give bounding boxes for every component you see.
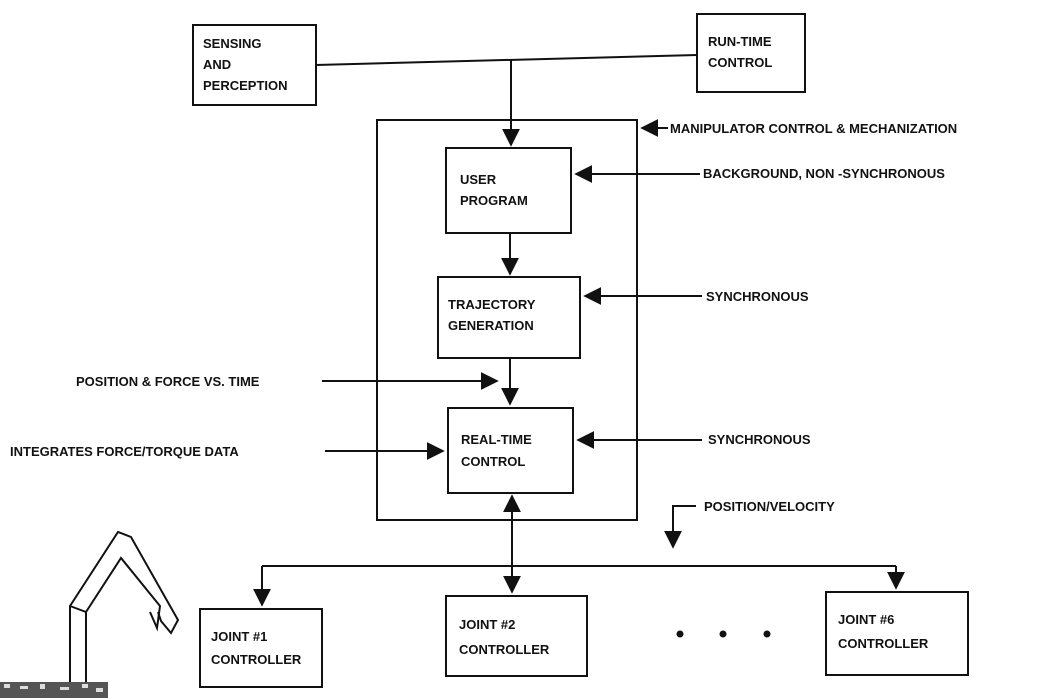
position-velocity-label: POSITION/VELOCITY: [704, 499, 835, 514]
robot-base-icon: [0, 682, 108, 698]
run-time-line-1: RUN-TIME: [708, 34, 772, 49]
sensing-perception-block: SENSING AND PERCEPTION: [192, 24, 317, 106]
real-time-control-block: REAL-TIME CONTROL: [447, 407, 574, 494]
sensing-runtime-link: [315, 54, 698, 66]
joint2-line-1: JOINT #2: [459, 617, 515, 632]
manipulator-label: MANIPULATOR CONTROL & MECHANIZATION: [670, 121, 957, 136]
ellipsis-dots: [676, 630, 771, 638]
joint2-line-2: CONTROLLER: [459, 642, 550, 657]
joint6-line-1: JOINT #6: [838, 612, 894, 627]
trajectory-line-1: TRAJECTORY: [448, 297, 536, 312]
realtime-line-2: CONTROL: [461, 454, 525, 469]
run-time-line-2: CONTROL: [708, 55, 772, 70]
synchronous-label-2: SYNCHRONOUS: [708, 432, 811, 447]
sensing-line-1: SENSING: [203, 36, 262, 51]
joint6-line-2: CONTROLLER: [838, 636, 929, 651]
joint-6-controller-block: JOINT #6 CONTROLLER: [825, 591, 969, 676]
trajectory-generation-block: TRAJECTORY GENERATION: [437, 276, 581, 359]
position-force-label: POSITION & FORCE VS. TIME: [76, 374, 260, 389]
joint-1-controller-block: JOINT #1 CONTROLLER: [199, 608, 323, 688]
user-program-block: USER PROGRAM: [445, 147, 572, 234]
sensing-line-2: AND: [203, 57, 231, 72]
joint1-line-1: JOINT #1: [211, 629, 267, 644]
sensing-line-3: PERCEPTION: [203, 78, 288, 93]
background-label: BACKGROUND, NON -SYNCHRONOUS: [703, 166, 945, 181]
integrates-label: INTEGRATES FORCE/TORQUE DATA: [10, 444, 239, 459]
user-program-line-2: PROGRAM: [460, 193, 528, 208]
synchronous-label-1: SYNCHRONOUS: [706, 289, 809, 304]
realtime-line-1: REAL-TIME: [461, 432, 532, 447]
joint-2-controller-block: JOINT #2 CONTROLLER: [445, 595, 588, 677]
run-time-control-block: RUN-TIME CONTROL: [696, 13, 806, 93]
arrow-position-velocity: [664, 505, 696, 549]
user-program-line-1: USER: [460, 172, 497, 187]
robot-arm-icon: [0, 530, 180, 698]
joint1-line-2: CONTROLLER: [211, 652, 302, 667]
trajectory-line-2: GENERATION: [448, 318, 534, 333]
